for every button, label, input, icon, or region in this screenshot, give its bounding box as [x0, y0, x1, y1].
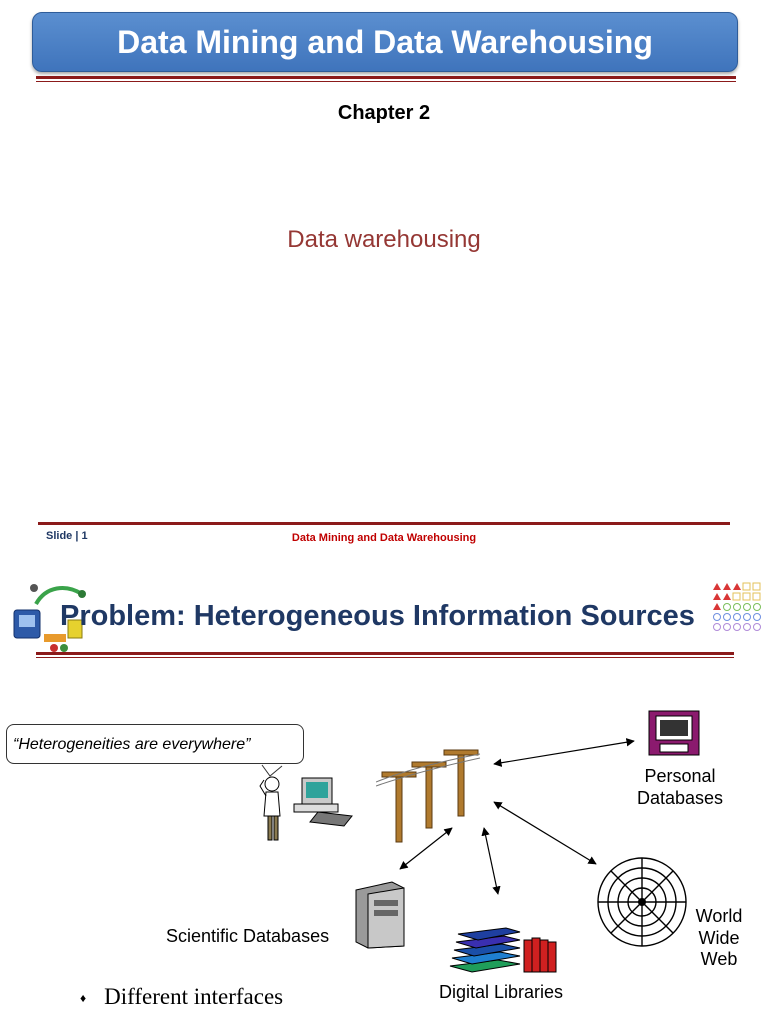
slide-1: Data Mining and Data Warehousing Chapter…: [32, 12, 738, 544]
books-stack-icon: [449, 927, 557, 973]
personal-computer-icon: [648, 710, 700, 756]
chapter-heading: Chapter 2: [337, 102, 431, 124]
diamond-bullet-icon: ♦: [80, 991, 87, 1006]
person-computer-icon: [259, 776, 353, 841]
footer-slide-number: Slide | 1: [46, 530, 88, 542]
world-wide-web-label: World Wide Web: [695, 906, 743, 970]
bullet-item: ♦ Different interfaces: [80, 984, 283, 1010]
pattern-decoration-icon: [713, 582, 761, 631]
bullet-text: Different interfaces: [104, 984, 284, 1009]
slide-2: Problem: Heterogeneous Information Sourc…: [0, 560, 768, 1024]
server-tower-icon: [355, 881, 405, 949]
slide-2-title: Problem: Heterogeneous Information Sourc…: [60, 600, 695, 632]
header-rule-thin: [36, 81, 736, 82]
telephone-poles-icon: [376, 749, 481, 843]
footer-rule: [38, 522, 730, 525]
slide-title-banner: Data Mining and Data Warehousing: [32, 12, 738, 72]
network-clipart-icon: [13, 584, 86, 652]
slide-2-header-rule: [36, 652, 734, 655]
digital-libraries-label: Digital Libraries: [438, 982, 564, 1002]
connection-arrows: [261, 738, 635, 895]
personal-databases-label: Personal Databases: [636, 766, 724, 808]
slide-subtitle: Data warehousing: [287, 226, 481, 253]
header-rule: [36, 76, 736, 79]
spider-web-icon: [597, 857, 687, 947]
scientific-databases-label: Scientific Databases: [166, 926, 330, 946]
speech-bubble: “Heterogeneities are everywhere”: [6, 724, 304, 764]
slide-2-header-rule-thin: [36, 657, 734, 658]
footer-course-title: Data Mining and Data Warehousing: [291, 532, 477, 544]
